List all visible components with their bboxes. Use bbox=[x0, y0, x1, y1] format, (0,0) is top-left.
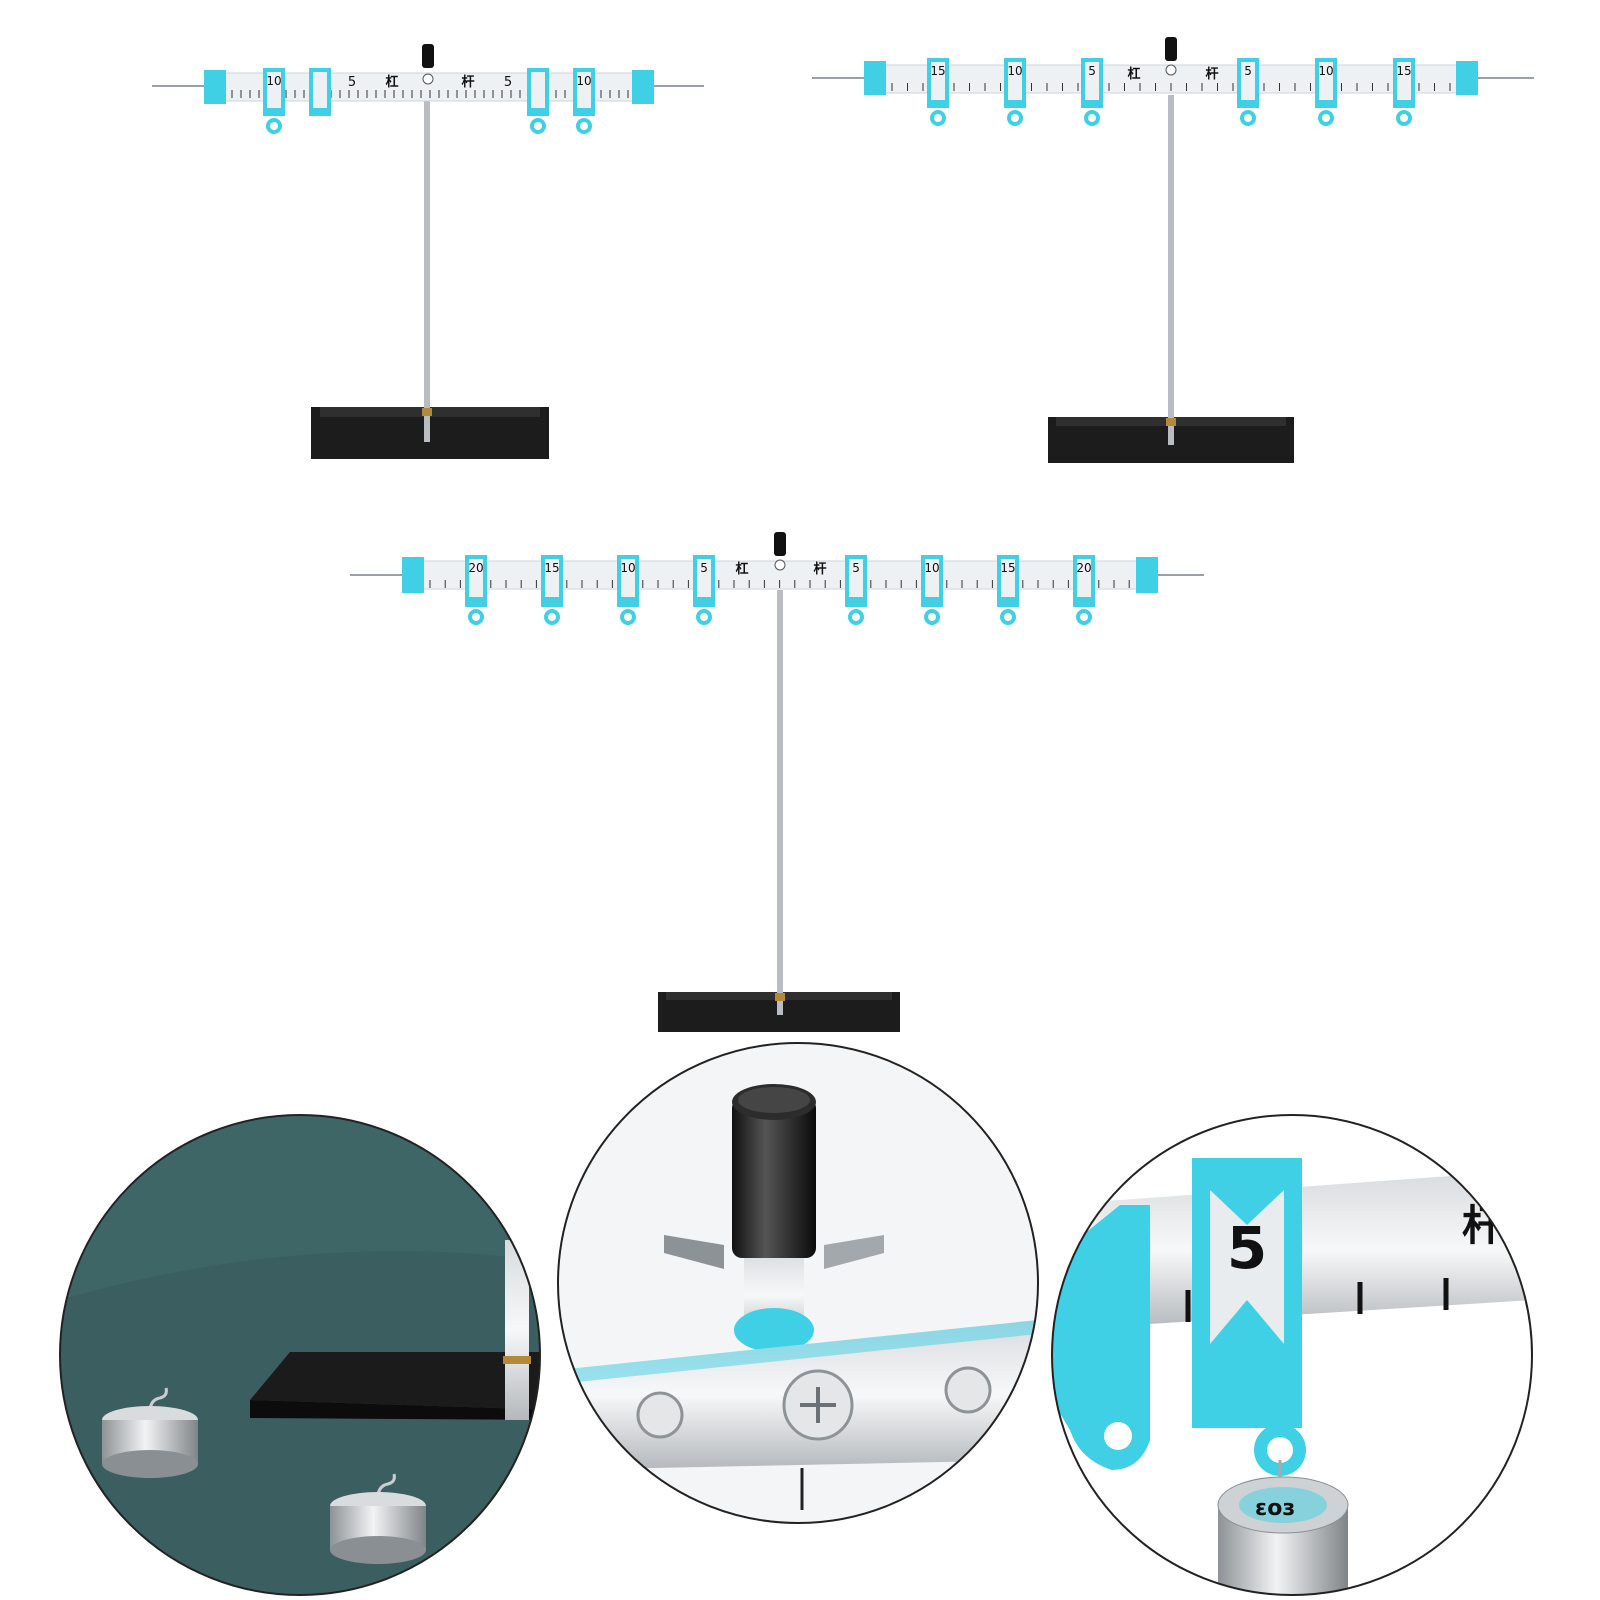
end-cap-right bbox=[1136, 557, 1158, 593]
inset-border bbox=[557, 1042, 1039, 1524]
hanger[interactable]: 20 bbox=[1073, 555, 1095, 625]
rod-collar bbox=[775, 993, 785, 1001]
hanger-label: 20 bbox=[1076, 561, 1091, 575]
hanger[interactable]: 10 bbox=[1315, 58, 1337, 126]
hanger[interactable]: 5 bbox=[1237, 58, 1259, 126]
pivot-screw bbox=[1165, 64, 1177, 76]
pivot-knob[interactable] bbox=[1165, 37, 1177, 61]
inset-pivot-knob bbox=[557, 1042, 1039, 1524]
hook-weight: ɛoз bbox=[1217, 1476, 1349, 1595]
hook-weight bbox=[330, 1473, 426, 1564]
hanger-label: 5 bbox=[1088, 64, 1096, 78]
lever-apparatus-small: 10 5 杠 杆 5 10 bbox=[152, 44, 704, 459]
hanger[interactable]: 15 bbox=[997, 555, 1019, 625]
end-cap-right bbox=[1456, 61, 1478, 95]
base-block-closeup bbox=[250, 1352, 540, 1410]
scale-mark: 5 bbox=[348, 75, 356, 90]
pivot-screw bbox=[422, 73, 434, 85]
rod-collar bbox=[422, 408, 432, 416]
end-cap-left bbox=[204, 70, 226, 104]
hanger-label: 10 bbox=[1318, 64, 1333, 78]
hanger-label: 10 bbox=[924, 561, 939, 575]
lever-apparatus-medium: 15 10 5 杠 杆 5 10 15 bbox=[812, 37, 1534, 463]
scale-mark: 5 bbox=[504, 75, 512, 90]
hanger-label: 15 bbox=[1000, 561, 1015, 575]
support-rod bbox=[777, 590, 783, 1015]
hanger[interactable]: 10 bbox=[573, 68, 595, 134]
hanger-label: 20 bbox=[468, 561, 483, 575]
hanger-label: 5 bbox=[852, 561, 860, 575]
hanger-partial bbox=[1052, 1205, 1150, 1470]
beam-ticks bbox=[891, 83, 1451, 91]
beam-ticks bbox=[429, 580, 1130, 588]
hanger-label: 10 bbox=[1007, 64, 1022, 78]
hanger[interactable]: 5 bbox=[1081, 58, 1103, 126]
rod-closeup bbox=[505, 1240, 529, 1420]
hanger-label: 10 bbox=[620, 561, 635, 575]
inset-border bbox=[59, 1114, 541, 1596]
hanger-label: 10 bbox=[576, 74, 591, 88]
hanger[interactable]: 5 bbox=[845, 555, 867, 625]
inset-hanger-closeup: 杆 5 ɛoз bbox=[1051, 1114, 1533, 1596]
pivot-screw bbox=[774, 559, 786, 571]
rod-collar bbox=[1166, 418, 1176, 426]
end-cap-left bbox=[864, 61, 886, 95]
hanger[interactable]: 15 bbox=[541, 555, 563, 625]
inset-base-weights bbox=[59, 1114, 541, 1596]
beam-char-left: 杠 bbox=[385, 74, 398, 90]
hanger-closeup[interactable]: 5 bbox=[1192, 1158, 1306, 1476]
beam-char-left: 杠 bbox=[1127, 66, 1140, 82]
hook-weight bbox=[102, 1387, 198, 1478]
hanger-label: 15 bbox=[1396, 64, 1411, 78]
inset-border bbox=[1051, 1114, 1533, 1596]
hanger[interactable] bbox=[309, 68, 331, 116]
beam-char-right: 杆 bbox=[461, 74, 474, 90]
hanger[interactable]: 15 bbox=[927, 58, 949, 126]
hanger[interactable]: 20 bbox=[465, 555, 487, 625]
hanger-label: 10 bbox=[266, 74, 281, 88]
weight-stamp: ɛoз bbox=[1255, 1496, 1295, 1521]
hanger[interactable]: 10 bbox=[1004, 58, 1026, 126]
wing-nut bbox=[664, 1235, 724, 1269]
hanger-label: 5 bbox=[700, 561, 708, 575]
support-rod bbox=[424, 100, 430, 442]
hanger[interactable]: 5 bbox=[693, 555, 715, 625]
pivot-knob[interactable] bbox=[422, 44, 434, 68]
knob-cap[interactable] bbox=[732, 1098, 816, 1258]
rod-collar bbox=[503, 1356, 531, 1364]
beam-char-right: 杆 bbox=[1205, 66, 1218, 82]
lever-apparatus-large: 20 15 10 5 杠 杆 5 10 bbox=[350, 532, 1204, 1032]
support-rod bbox=[1168, 95, 1174, 445]
hanger[interactable]: 15 bbox=[1393, 58, 1415, 126]
end-cap-left bbox=[402, 557, 424, 593]
hanger[interactable]: 10 bbox=[263, 68, 285, 134]
hanger[interactable] bbox=[527, 68, 549, 134]
screw-head bbox=[944, 1366, 992, 1414]
screw-head bbox=[636, 1391, 684, 1439]
hanger[interactable]: 10 bbox=[921, 555, 943, 625]
end-cap-right bbox=[632, 70, 654, 104]
hanger[interactable]: 10 bbox=[617, 555, 639, 625]
beam-char-right: 杆 bbox=[813, 561, 826, 577]
hanger-scale-mark: 5 bbox=[1227, 1214, 1267, 1282]
hanger-label: 15 bbox=[544, 561, 559, 575]
hanger-label: 15 bbox=[930, 64, 945, 78]
beam-char-left: 杠 bbox=[735, 561, 748, 577]
hanger-label: 5 bbox=[1244, 64, 1252, 78]
pivot-knob[interactable] bbox=[774, 532, 786, 556]
